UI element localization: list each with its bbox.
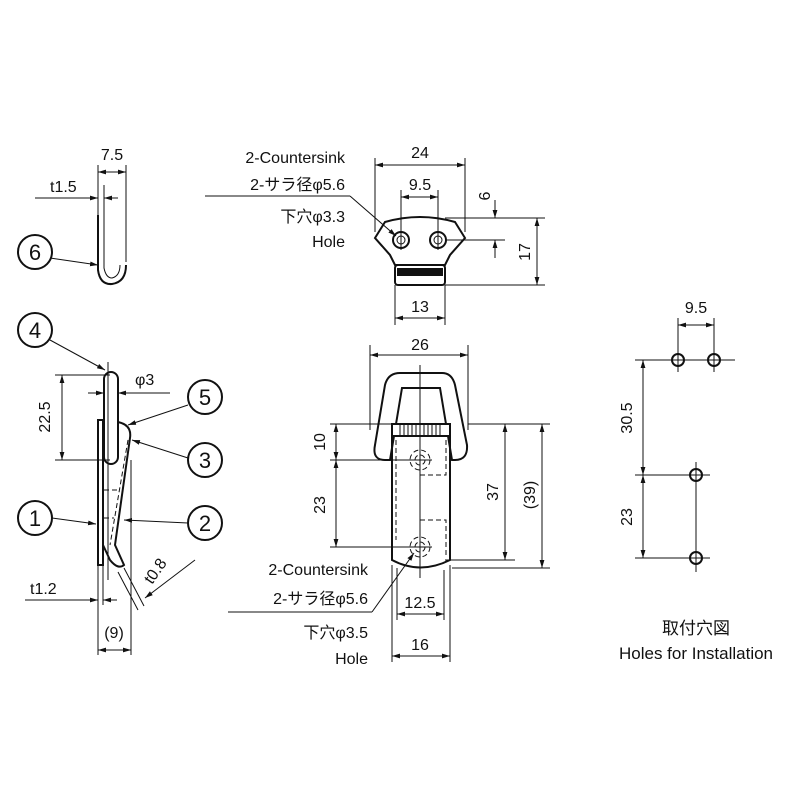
- hook-part: [97, 215, 127, 286]
- dim-latch-overall-length: (39): [522, 481, 539, 509]
- plate-label-jp: 2-サラ径φ5.6: [250, 176, 345, 194]
- balloon-3: [187, 442, 223, 478]
- svg-text:1: 1: [29, 506, 41, 531]
- latch-label-en: 2-Countersink: [268, 562, 369, 579]
- installation-holes-view: 9.5 30.5 23 取付穴図 Holes for Installation: [619, 300, 773, 663]
- plate-label-en: 2-Countersink: [245, 150, 346, 167]
- dim-hook-width: 7.5: [101, 147, 123, 164]
- dim-hook-thickness: t1.5: [50, 179, 77, 196]
- dim-depth: (9): [104, 625, 124, 642]
- dim-install-pitch-x: 9.5: [685, 300, 707, 317]
- latch-front-view: 26 10 23 37 (39) 12.5 16 2-Countersink 2…: [228, 337, 550, 668]
- dim-plate-hole-pitch: 9.5: [409, 177, 431, 194]
- svg-text:6: 6: [29, 240, 41, 265]
- dim-latch-length: 37: [485, 483, 502, 501]
- dim-latch-hole-pitch: 23: [312, 496, 329, 514]
- balloon-4: [17, 312, 53, 348]
- latch-hole-jp: 下穴φ3.5: [303, 624, 368, 642]
- balloon-6: [17, 234, 53, 270]
- strike-plate-view: 24 9.5 6 17 13 2-Countersink 2-サラ径φ5.6 下…: [205, 145, 545, 325]
- side-view: 22.5 φ3 t1.2 t0.8 (9) 4 5 3 1 2: [17, 312, 223, 655]
- dim-plate-width: 24: [411, 145, 429, 162]
- svg-text:2: 2: [199, 511, 211, 536]
- dim-latch-base-width: 16: [411, 637, 429, 654]
- dim-latch-width: 26: [411, 337, 429, 354]
- dim-plate-height: 17: [517, 243, 534, 261]
- latch-label-jp: 2-サラ径φ5.6: [273, 590, 368, 608]
- plate-hole-jp: 下穴φ3.3: [280, 208, 345, 226]
- dim-latch-hole-span: 12.5: [404, 595, 435, 612]
- dim-plate-hole-offset: 6: [477, 191, 494, 200]
- latch-hole-en: Hole: [335, 651, 368, 668]
- plate-hole-en: Hole: [312, 234, 345, 251]
- dim-base-thickness: t1.2: [30, 581, 57, 598]
- balloon-1: [17, 500, 53, 536]
- dim-install-pitch-2: 23: [619, 508, 636, 526]
- dim-side-height: 22.5: [37, 401, 54, 432]
- svg-text:4: 4: [29, 318, 41, 343]
- dim-tab-width: 13: [411, 299, 429, 316]
- svg-text:3: 3: [199, 448, 211, 473]
- dim-install-pitch-1: 30.5: [619, 402, 636, 433]
- hook-view: 7.5 t1.5 6: [17, 147, 127, 286]
- balloon-5: [187, 379, 223, 415]
- svg-text:5: 5: [199, 385, 211, 410]
- install-title-en: Holes for Installation: [619, 644, 773, 663]
- balloon-2: [187, 505, 223, 541]
- install-title-jp: 取付穴図: [662, 619, 730, 638]
- dim-latch-top: 10: [312, 433, 329, 451]
- dim-spring-thickness: t0.8: [141, 556, 170, 588]
- dim-pin-diameter: φ3: [135, 372, 154, 389]
